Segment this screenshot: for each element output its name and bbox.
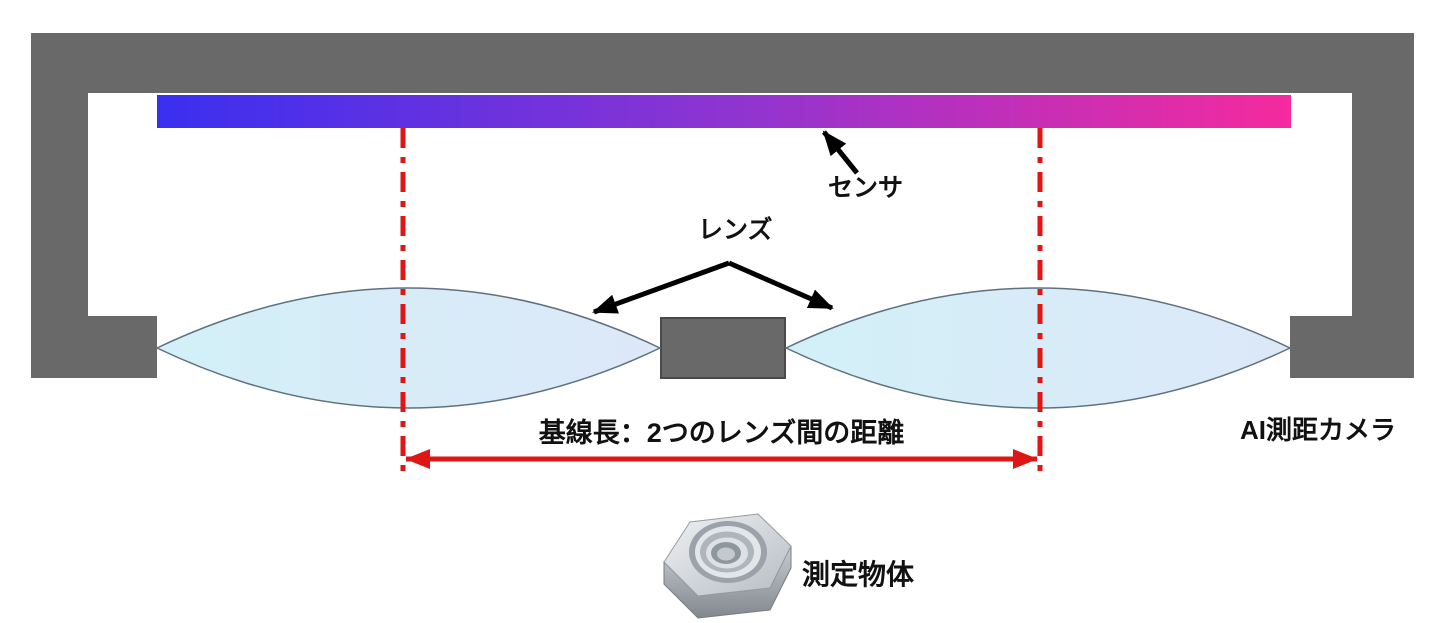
hex-nut-image <box>663 513 792 619</box>
object-label: 測定物体 <box>802 559 915 590</box>
camera-body-right-foot <box>1290 316 1352 378</box>
lens-pointer-arrow-right <box>727 260 834 311</box>
lens-label: レンズ <box>698 216 773 244</box>
lens-pointer-arrow-left <box>592 260 730 315</box>
sensor-gradient-bar <box>157 95 1291 128</box>
camera-body-right-arm <box>1352 33 1414 378</box>
left-lens-shape <box>155 287 662 409</box>
sensor-label: センサ <box>828 174 904 202</box>
nut-hole-center <box>717 547 735 561</box>
sensor-pointer-arrow <box>822 130 859 175</box>
camera-body-left-arm <box>31 33 88 378</box>
baseline-label: 基線長：2つのレンズ間の距離 <box>538 418 905 448</box>
camera-label: AI測距カメラ <box>1240 415 1397 445</box>
camera-body-top-bar <box>31 33 1414 93</box>
camera-body-left-foot <box>88 316 157 378</box>
